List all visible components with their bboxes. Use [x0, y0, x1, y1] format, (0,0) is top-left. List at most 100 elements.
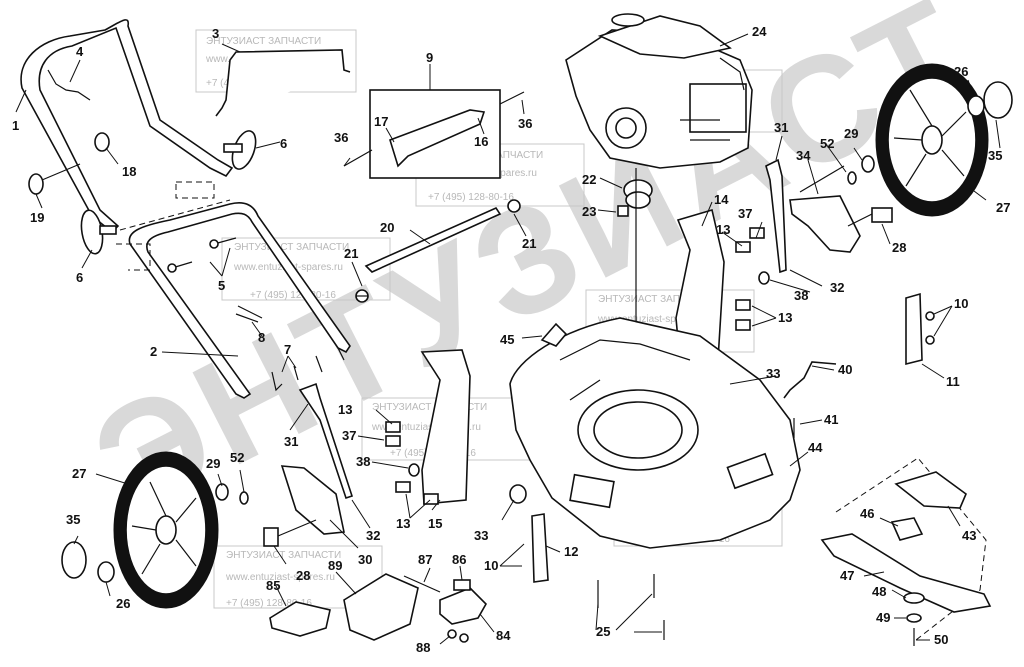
- hubcap-35-right: [983, 81, 1013, 119]
- callout-26-right: 26: [954, 64, 968, 79]
- watermark-phone: +7 (495) 128-80-16: [428, 192, 514, 203]
- callout-35-left: 35: [66, 512, 80, 527]
- watermark-site: www.entuziast-spares.ru: [371, 422, 481, 433]
- adapter-46: [890, 517, 924, 541]
- callout-23: 23: [582, 204, 596, 219]
- washer-48: [903, 592, 925, 604]
- leader-lines: [15, 33, 1001, 645]
- callout-38-left: 38: [356, 454, 370, 469]
- washer-18: [94, 132, 110, 152]
- callout-36-right: 36: [518, 116, 532, 131]
- clips-7: [271, 347, 345, 392]
- watermark-site: www.entuziast-spares.ru: [597, 314, 707, 325]
- nut-26-right: [967, 95, 985, 117]
- watermark-company: ЭНТУЗИАСТ ЗАПЧАСТИ: [206, 36, 321, 47]
- callout-19: 19: [30, 210, 44, 225]
- callout-26-left: 26: [116, 596, 130, 611]
- plate-12: [531, 513, 549, 583]
- watermark-company: ЭНТУЗИАСТ ЗАПЧАСТИ: [372, 402, 487, 413]
- cover-89: [343, 573, 419, 641]
- part-86: [453, 579, 471, 591]
- callout-46: 46: [860, 506, 874, 521]
- callout-88: 88: [416, 640, 430, 655]
- baffle-45: [540, 322, 568, 347]
- callout-36-left: 36: [334, 130, 348, 145]
- callout-31-right: 31: [774, 120, 788, 135]
- callout-11: 11: [946, 374, 960, 389]
- watermark-company: ЭНТУЗИАСТ ЗАПЧАСТИ: [226, 550, 341, 561]
- callout-45: 45: [500, 332, 514, 347]
- washer-38-right: [758, 271, 770, 285]
- callout-15: 15: [428, 516, 442, 531]
- screws-25: [597, 574, 665, 640]
- callout-13-right-upper: 13: [716, 222, 730, 237]
- watermark-phone: +7 (495) 128-80-16: [250, 290, 336, 301]
- callout-10-right: 10: [954, 296, 968, 311]
- callout-13-right-lower: 13: [778, 310, 792, 325]
- callout-12: 12: [564, 544, 578, 559]
- callout-37-left: 37: [342, 428, 356, 443]
- callout-27-right: 27: [996, 200, 1010, 215]
- callout-21-left: 21: [344, 246, 358, 261]
- callout-labels: 1 2 3 4 5 6 6 7 8 9 10 10 11 12 13 13 13…: [12, 24, 1010, 655]
- handle-knob-upper: [223, 130, 257, 170]
- callout-44: 44: [808, 440, 823, 455]
- callout-34: 34: [796, 148, 811, 163]
- callout-84: 84: [496, 628, 511, 643]
- watermark-company: ЭНТУЗИАСТ ЗАПЧАСТИ: [234, 242, 349, 253]
- plate-11: [905, 292, 923, 366]
- callout-9: 9: [426, 50, 433, 65]
- handle-knob-lower: [80, 209, 117, 255]
- rod-20: [364, 206, 502, 273]
- callout-28-left: 28: [296, 568, 310, 583]
- bracket-15: [420, 349, 471, 505]
- wheel-left: [113, 451, 219, 609]
- callout-13-left-lower: 13: [396, 516, 410, 531]
- callout-86: 86: [452, 552, 466, 567]
- watermark-phone: +7 (495) 128-80-16: [226, 598, 312, 609]
- callout-17: 17: [374, 114, 388, 129]
- callout-7: 7: [284, 342, 291, 357]
- bolt-28-left: [263, 519, 317, 547]
- clip-4: [47, 69, 91, 101]
- callout-48: 48: [872, 584, 886, 599]
- callout-33-right: 33: [766, 366, 780, 381]
- blade-43: [894, 471, 967, 509]
- callout-50: 50: [934, 632, 948, 647]
- height-adjuster-34: [789, 195, 861, 253]
- callout-29-right: 29: [844, 126, 858, 141]
- callout-43: 43: [962, 528, 976, 543]
- part-85: [269, 601, 331, 637]
- callout-49: 49: [876, 610, 890, 625]
- bolts-13-right: [735, 227, 765, 331]
- pin-8: [235, 305, 263, 323]
- callout-29-left: 29: [206, 456, 220, 471]
- wheel-right: [875, 63, 989, 217]
- callout-5: 5: [218, 278, 225, 293]
- callout-27-left: 27: [72, 466, 86, 481]
- callout-41: 41: [824, 412, 838, 427]
- lower-handle: [128, 201, 351, 399]
- part-84: [439, 587, 487, 625]
- callout-6-upper: 6: [280, 136, 287, 151]
- callout-4: 4: [76, 44, 84, 59]
- callout-30: 30: [358, 552, 372, 567]
- mower-deck-44: [509, 317, 801, 549]
- lever-40: [783, 361, 837, 399]
- callout-37-right: 37: [738, 206, 752, 221]
- blade-adapter-22: [623, 179, 653, 209]
- nut-26-left: [97, 561, 115, 583]
- bolts-13-left: [385, 421, 439, 505]
- washer-29-left: [215, 483, 249, 505]
- fasteners-21: [355, 199, 521, 303]
- callout-38-right: 38: [794, 288, 808, 303]
- callout-18: 18: [122, 164, 136, 179]
- adjuster-30: [280, 465, 345, 535]
- callout-52-left: 52: [230, 450, 244, 465]
- callout-21-right: 21: [522, 236, 536, 251]
- callout-52-right: 52: [820, 136, 834, 151]
- part-87: [403, 575, 441, 593]
- cable-3: [215, 49, 351, 117]
